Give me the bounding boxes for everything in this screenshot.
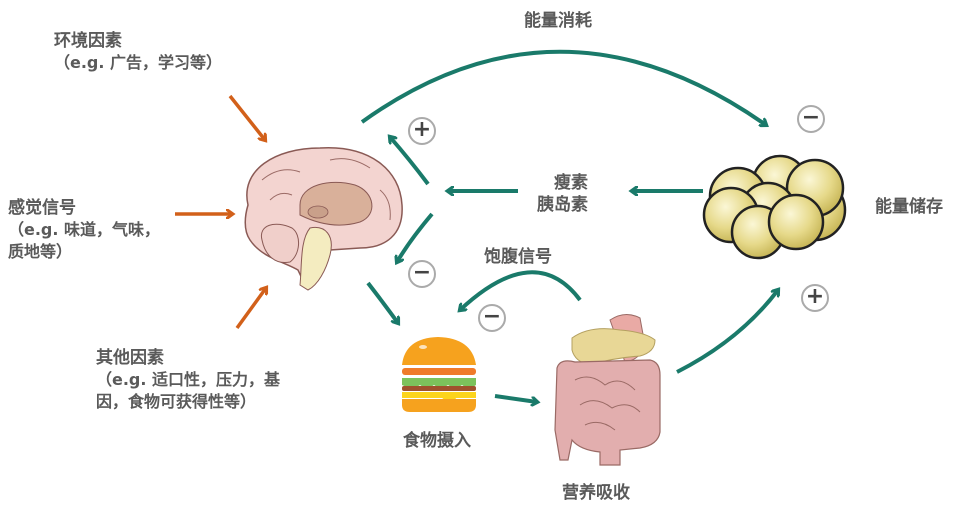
arrow-food-to-gut [494,394,537,402]
sensory-detail-line2: 质地等） [8,242,73,261]
arrow-gut-to-storage [676,290,778,374]
satiety-signals-label: 饱腹信号 [484,247,552,267]
energy-storage-label: 能量储存 [875,197,943,217]
arrow-energy-expenditure [360,49,766,125]
arrow-brain-minus [397,212,434,262]
minus-sign-satiety: − [478,304,506,332]
food-intake-label: 食物摄入 [403,431,471,451]
brain-illustration [244,147,403,291]
arrow-other [235,288,266,330]
minus-sign-brain: − [408,260,436,288]
insulin-label: 胰岛素 [537,195,588,215]
sensory-detail-line1: （e.g. 味道，气味， [8,220,161,239]
other-detail-line2: 因，食物可获得性等） [96,392,257,411]
minus-sign-storage: − [797,105,825,133]
environment-factors-label: 环境因素 （e.g. 广告，学习等） [54,30,222,74]
arrow-to-brain-plus [390,137,430,186]
arrow-environment [228,94,265,140]
plus-sign-absorption: + [801,284,829,312]
sensory-title: 感觉信号 [8,198,76,218]
other-title: 其他因素 [96,348,164,368]
environment-title: 环境因素 [54,31,122,51]
burger-illustration [402,337,476,412]
environment-detail: （e.g. 广告，学习等） [54,53,223,72]
sensory-signals-label: 感觉信号 （e.g. 味道，气味， 质地等） [8,197,160,263]
nutrient-absorption-label: 营养吸收 [562,483,630,503]
arrow-satiety [460,270,582,310]
fat-cells-illustration [702,154,847,260]
arrow-brain-to-food [366,281,398,323]
plus-sign-brain: + [408,117,436,145]
other-factors-label: 其他因素 （e.g. 适口性，压力，基 因，食物可获得性等） [96,347,280,413]
other-detail-line1: （e.g. 适口性，压力，基 [96,370,281,389]
hormones-label: 瘦素 [546,172,596,194]
energy-expenditure-label: 能量消耗 [524,11,592,31]
leptin-label: 瘦素 [554,173,588,193]
digestive-system-illustration [554,314,661,466]
